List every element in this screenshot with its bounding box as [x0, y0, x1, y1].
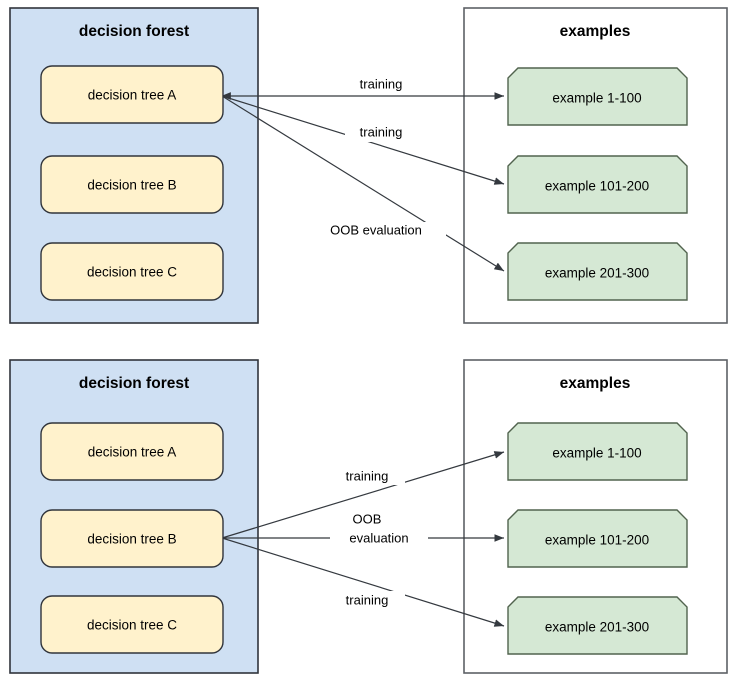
tree-node-a-label: decision tree A — [88, 88, 177, 103]
edge-label-training-1: training — [360, 76, 403, 91]
edge-label-group: training training OOB evaluation — [306, 75, 446, 240]
tree-node-a[interactable]: decision tree A — [40, 65, 224, 124]
examples-panel-title: examples — [560, 375, 631, 392]
example-node-1-100-label: example 1-100 — [552, 91, 641, 106]
example-node-101-200[interactable]: example 101-200 — [507, 155, 688, 214]
tree-node-b-label: decision tree B — [87, 178, 176, 193]
edge-group — [221, 92, 505, 272]
edge-label-training-2: training — [360, 124, 403, 139]
edge-tree-b-to-example-1-100 — [221, 451, 505, 539]
example-node-1-100-label: example 1-100 — [552, 446, 641, 461]
tree-node-b[interactable]: decision tree B — [40, 155, 224, 214]
tree-node-b-label: decision tree B — [87, 532, 176, 547]
example-node-201-300[interactable]: example 201-300 — [507, 242, 688, 301]
edge-tree-b-to-example-201-300 — [221, 537, 505, 627]
tree-node-b[interactable]: decision tree B — [40, 509, 224, 568]
tree-node-c[interactable]: decision tree C — [40, 242, 224, 301]
tree-node-c-label: decision tree C — [87, 265, 177, 280]
edge-label-group: training OOB evaluation training — [330, 467, 428, 609]
edge-tree-a-to-example-201-300 — [221, 95, 505, 272]
edge-label-training-1: training — [346, 468, 389, 483]
example-node-101-200-label: example 101-200 — [545, 533, 649, 548]
tree-node-c[interactable]: decision tree C — [40, 595, 224, 654]
tree-node-a[interactable]: decision tree A — [40, 422, 224, 481]
example-node-101-200[interactable]: example 101-200 — [507, 509, 688, 568]
edge-label-oob-evaluation: OOB evaluation — [330, 222, 422, 237]
example-node-201-300[interactable]: example 201-300 — [507, 596, 688, 655]
example-node-1-100[interactable]: example 1-100 — [507, 422, 688, 481]
example-node-101-200-label: example 101-200 — [545, 179, 649, 194]
example-node-201-300-label: example 201-300 — [545, 266, 649, 281]
example-node-1-100[interactable]: example 1-100 — [507, 67, 688, 126]
example-node-201-300-label: example 201-300 — [545, 620, 649, 635]
tree-node-c-label: decision tree C — [87, 618, 177, 633]
forest-panel-title: decision forest — [79, 375, 189, 392]
diagram-top: decision forest examples training traini… — [9, 7, 728, 324]
diagram-bottom: decision forest examples training OOB ev… — [0, 345, 737, 685]
edge-label-training-2: training — [346, 592, 389, 607]
edge-label-oob-line2: evaluation — [349, 530, 408, 545]
forest-panel-title: decision forest — [79, 23, 189, 40]
examples-panel-title: examples — [560, 23, 631, 40]
edge-label-oob-line1: OOB — [353, 511, 382, 526]
tree-node-a-label: decision tree A — [88, 445, 177, 460]
